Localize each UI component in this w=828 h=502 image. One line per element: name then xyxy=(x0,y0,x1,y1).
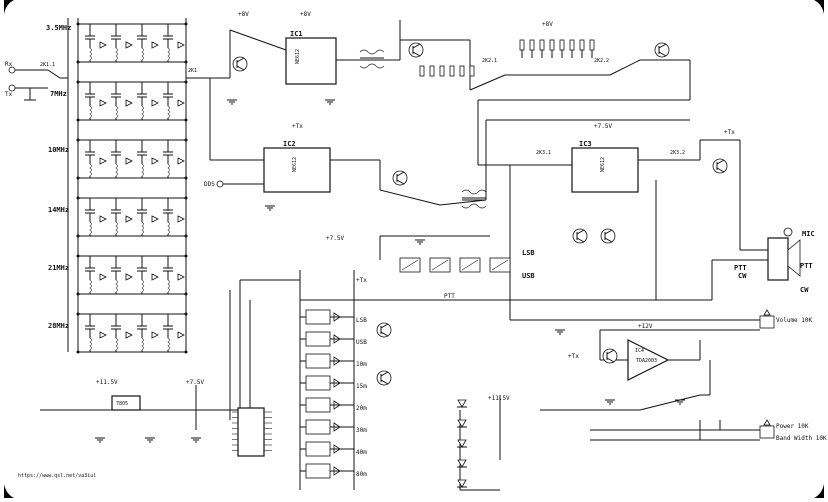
watermark: https://www.qsl.net/va3iul xyxy=(18,473,96,479)
transformer-l18 xyxy=(359,49,385,69)
wiring xyxy=(40,20,770,491)
ic3: IC3 NE612 xyxy=(571,140,639,193)
ptt-label-mid: PTT xyxy=(444,293,455,300)
ic1-label: IC1 xyxy=(290,30,303,38)
band-sel-15m: 15m xyxy=(356,383,367,390)
rail-label-5: +7.5V xyxy=(594,123,612,130)
ic3-label: IC3 xyxy=(579,140,592,148)
rail-label-8: +11.5V xyxy=(96,379,118,386)
switch-2k3-1-label: 2K3.1 xyxy=(536,150,551,156)
tx-label: Tx xyxy=(5,91,13,98)
dds-input: DDS xyxy=(204,180,264,188)
band-switch-pack xyxy=(237,407,265,457)
antenna-inputs: Rx Tx 2K1.1 xyxy=(5,61,68,101)
svg-text:NE612: NE612 xyxy=(292,157,298,172)
rx-label: Rx xyxy=(5,61,13,68)
volume-label: Volume 10K xyxy=(776,317,813,324)
ptt-label-right: PTT xyxy=(800,262,813,270)
rail-label-7: +12V xyxy=(638,323,653,330)
band-sel-10m: 10m xyxy=(356,361,367,368)
ic2: IC2 NE612 xyxy=(263,140,331,193)
reg-label: 7805 xyxy=(116,401,128,407)
rail-label-1: +8V xyxy=(238,11,249,18)
band-sel-usb: USB xyxy=(356,339,367,346)
band-sel-40m: 40m xyxy=(356,449,367,456)
ic4-label: IC4 xyxy=(635,348,644,354)
switch-2k3-2-label: 2K3.2 xyxy=(670,150,685,156)
rail-label-4: +Tx xyxy=(292,123,303,130)
band-21-label: 21MHz xyxy=(48,264,69,272)
band-28-label: 28MHz xyxy=(48,322,69,330)
bandpass-filter-bank xyxy=(67,18,187,352)
svg-text:NE612: NE612 xyxy=(295,49,301,64)
usb-label: USB xyxy=(522,272,535,280)
switch-2k2-1-label: 2K2.1 xyxy=(482,58,497,64)
rail-label-3: +8V xyxy=(542,21,553,28)
dynamic-parts xyxy=(76,22,775,488)
regulator-7805: 7805 xyxy=(111,395,141,411)
band-14-label: 14MHz xyxy=(48,206,69,214)
dds-label: DDS xyxy=(204,181,215,188)
ic1: IC1 NE612 xyxy=(285,30,337,85)
band-7-label: 7MHz xyxy=(50,90,67,98)
ptt-label-left: PTT xyxy=(734,264,747,272)
switch-2k2-2-label: 2K2.2 xyxy=(594,58,609,64)
ic2-label: IC2 xyxy=(283,140,296,148)
mic-ptt-connector xyxy=(767,227,801,281)
lsb-label: LSB xyxy=(522,249,535,257)
band-10-label: 10MHz xyxy=(48,146,69,154)
cw-label-left: CW xyxy=(738,272,747,280)
rail-label-9: +7.5V xyxy=(186,379,204,386)
switch-2k1-label: 2K1 xyxy=(188,68,197,74)
tx-rail-label: +Tx xyxy=(568,353,579,360)
rail-label-11: +Tx xyxy=(724,129,735,136)
transformer-l14 xyxy=(461,189,487,209)
switch-2k1-1-label: 2K1.1 xyxy=(40,62,55,68)
bandwidth-label: Band Width 10K xyxy=(776,435,827,442)
cw-label-right: CW xyxy=(800,286,809,294)
band-sel-lsb: LSB xyxy=(356,317,367,324)
rail-label-6: +7.5V xyxy=(326,235,344,242)
power-label: Power 10K xyxy=(776,423,809,430)
tx-rail-label-2: +Tx xyxy=(356,277,367,284)
band-3-5-label: 3.5MHz xyxy=(46,24,71,32)
labels: 3.5MHz 7MHz 10MHz 14MHz 21MHz 28MHz 2K1 … xyxy=(18,11,827,479)
band-sel-30m: 30m xyxy=(356,427,367,434)
band-sel-80m: 80m xyxy=(356,471,367,478)
mic-label: MIC xyxy=(802,230,815,238)
tda2003-label: TDA2003 xyxy=(636,358,657,364)
rail-label-10: +11.5V xyxy=(488,395,510,402)
rail-label-2: +8V xyxy=(300,11,311,18)
svg-text:NE612: NE612 xyxy=(600,157,606,172)
band-sel-20m: 20m xyxy=(356,405,367,412)
